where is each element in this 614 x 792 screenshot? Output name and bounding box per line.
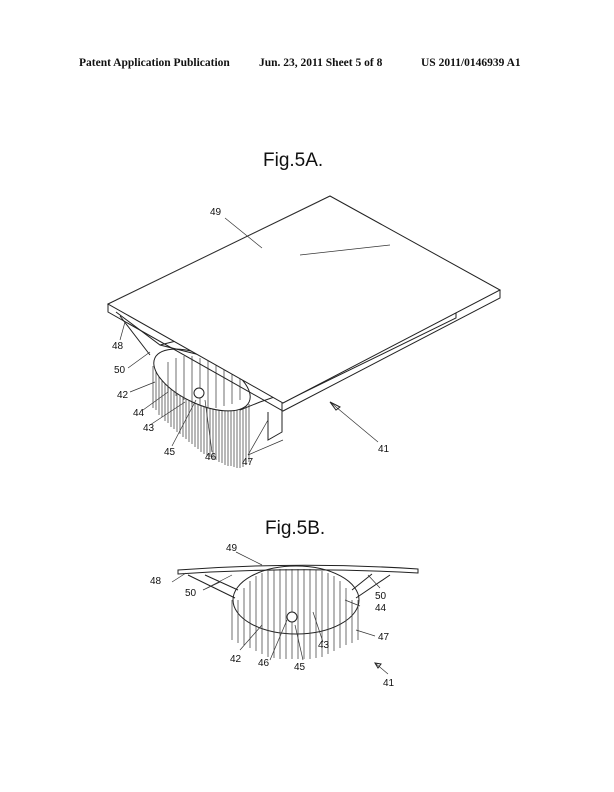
label-48: 48	[112, 341, 124, 352]
figure-5a-title: Fig.5A.	[263, 150, 324, 171]
label-44: 44	[133, 408, 145, 419]
publication-label: Patent Application Publication	[79, 57, 230, 69]
heat-sink-fins	[152, 366, 250, 468]
patent-number: US 2011/0146939 A1	[421, 57, 521, 69]
label-42: 42	[117, 390, 129, 401]
label-47: 47	[242, 457, 254, 468]
label-50-right: 50	[375, 591, 387, 602]
pipe-circle	[193, 387, 205, 399]
label-43: 43	[143, 423, 155, 434]
label-46: 46	[205, 452, 217, 463]
date-sheet-label: Jun. 23, 2011 Sheet 5 of 8	[259, 57, 383, 69]
label-48-5b: 48	[150, 576, 162, 587]
pipe-circle-5b	[286, 611, 298, 623]
label-42-5b: 42	[230, 654, 242, 665]
label-50-left: 50	[185, 588, 197, 599]
label-49-5b: 49	[226, 543, 238, 554]
label-50: 50	[114, 365, 126, 376]
label-46-5b: 46	[258, 658, 270, 669]
label-47-5b: 47	[378, 632, 390, 643]
ellipse-core-5b	[232, 565, 360, 635]
label-45: 45	[164, 447, 176, 458]
figure-5b-title: Fig.5B.	[265, 518, 326, 539]
label-45-5b: 45	[294, 662, 306, 673]
label-43-5b: 43	[318, 640, 330, 651]
label-41: 41	[378, 444, 390, 455]
label-41-5b: 41	[383, 678, 395, 689]
label-44-5b: 44	[375, 603, 387, 614]
label-49: 49	[210, 207, 222, 218]
